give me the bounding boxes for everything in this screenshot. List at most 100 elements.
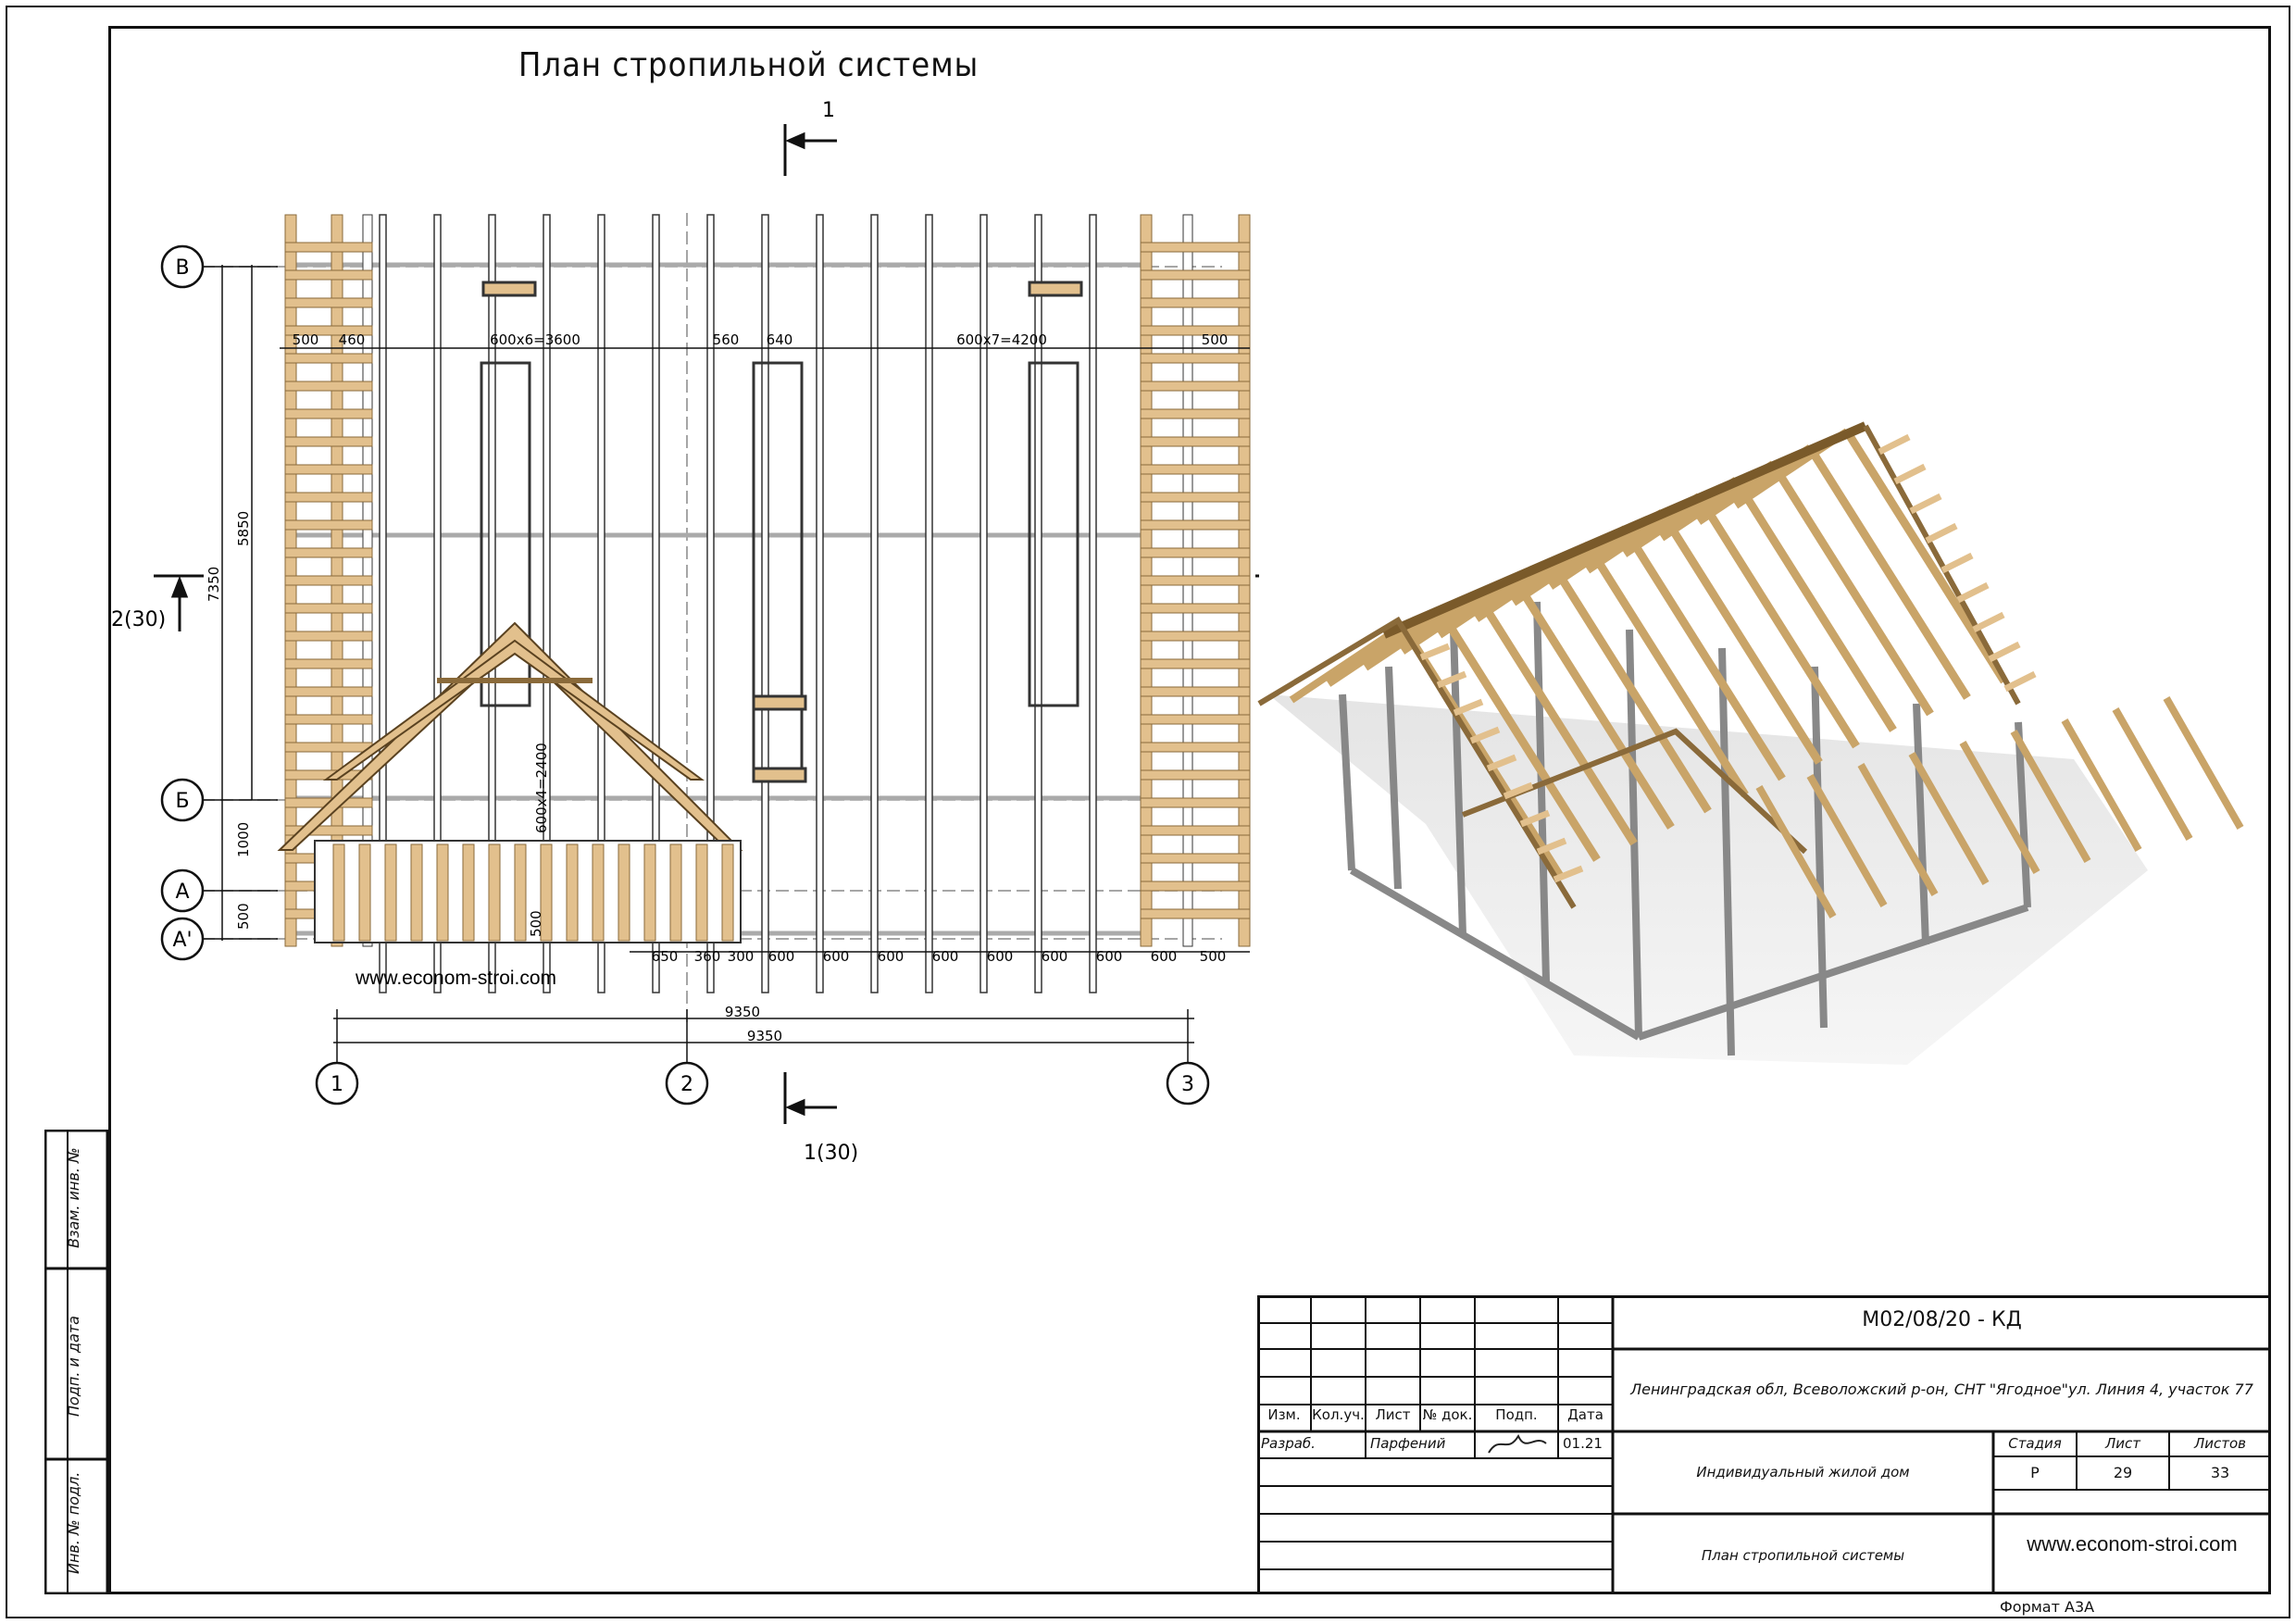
bottom-dimension-value: 300 — [728, 948, 755, 965]
porch-post — [332, 843, 345, 942]
lean-to-rafter-3d — [1908, 752, 1990, 885]
sheet-number-label: Лист — [2104, 1435, 2140, 1452]
top-dimension-value: 640 — [767, 331, 793, 348]
developer-role: Разраб. — [1261, 1435, 1316, 1452]
bottom-dimension-value: 600 — [987, 948, 1014, 965]
ladder-rung — [1140, 297, 1251, 308]
rafters — [379, 214, 1097, 993]
ladder-rung — [1140, 658, 1251, 669]
dim-left-mid: 1000 — [235, 822, 252, 857]
lean-to-rafter-3d — [2112, 707, 2193, 841]
developer-name: Парфений — [1370, 1435, 1446, 1452]
rafter — [1089, 214, 1097, 993]
stamp-field-signature-date: Подп. и дата — [65, 1316, 82, 1417]
rafter-3d — [1658, 510, 1823, 765]
lean-to-rafter-3d — [1755, 785, 1837, 918]
gable-rung-3d — [1956, 581, 1990, 604]
rafter — [652, 214, 660, 993]
ladder-rung — [284, 464, 373, 475]
ladder-rung — [1140, 769, 1251, 781]
gable-rung-3d — [1519, 809, 1551, 828]
ladder-rung — [1140, 631, 1251, 642]
porch-post — [566, 843, 579, 942]
rafter — [488, 214, 496, 993]
rafter-3d — [1695, 493, 1860, 749]
gable-rung-3d — [1536, 837, 1567, 856]
ladder-rung — [284, 325, 373, 336]
ladder-rung — [1140, 269, 1251, 281]
top-dimension-value: 560 — [713, 331, 740, 348]
header-change: Изм. — [1267, 1406, 1301, 1423]
rafter-3d — [1769, 461, 1934, 717]
sheet-title: План стропильной системы — [1701, 1547, 1905, 1564]
bottom-dimension-value: 500 — [1200, 948, 1227, 965]
ladder-rung — [284, 353, 373, 364]
ladder-rung — [284, 658, 373, 669]
ladder-rung — [284, 575, 373, 586]
sheet-outer-border — [6, 6, 2290, 1618]
rafter — [543, 214, 551, 993]
gable-rung-3d — [1940, 552, 1974, 574]
ladder-rung — [1140, 464, 1251, 475]
title-block: Изм. Кол.уч. Лист № док. Подп. Дата Разр… — [1257, 1295, 2271, 1594]
gable-rung-3d — [1925, 522, 1958, 544]
rafter-3d — [1473, 591, 1638, 846]
rafter-3d — [1621, 526, 1786, 781]
total-dimension-2: 9350 — [747, 1028, 782, 1044]
rafter — [379, 214, 387, 993]
porch-post — [721, 843, 734, 942]
website-label: www.econom-stroi.com — [355, 968, 556, 989]
stamp-field-replacement: Взам. инв. № — [65, 1147, 82, 1248]
ladder-rung — [284, 381, 373, 392]
ladder-rung — [1140, 881, 1251, 892]
header-sheet: Лист — [1375, 1406, 1411, 1423]
lean-to-rafter-3d — [2061, 718, 2142, 852]
project-name: Индивидуальный жилой дом — [1696, 1464, 1910, 1480]
rafter-3d — [1547, 558, 1712, 814]
ladder-rung — [1140, 492, 1251, 503]
bottom-dimension-lines — [333, 951, 1250, 1043]
ladder-rung — [1140, 325, 1251, 336]
rafter-3d — [1843, 429, 2008, 684]
bottom-dimension-value: 360 — [694, 948, 721, 965]
porch-post — [643, 843, 656, 942]
ladder-rung — [1140, 742, 1251, 753]
ladder-rung — [284, 547, 373, 558]
top-dimension-value: 460 — [339, 331, 366, 348]
header-count: Кол.уч. — [1312, 1406, 1365, 1423]
section-mark-top — [783, 124, 837, 176]
ladder-rung — [284, 408, 373, 419]
ladder-rung — [284, 686, 373, 697]
top-dimension-value: 500 — [293, 331, 319, 348]
rafter-3d — [1732, 478, 1897, 732]
section-mark-left — [154, 574, 204, 631]
section-label-bottom: 1(30) — [804, 1142, 858, 1165]
gable-rung-3d — [1972, 611, 2005, 633]
ladder-rung — [1140, 853, 1251, 864]
ladder-rung — [1140, 353, 1251, 364]
porch-post — [436, 843, 449, 942]
ladder-rung — [1140, 242, 1251, 253]
gable-rung-3d — [1988, 641, 2021, 663]
ladder-rung — [284, 492, 373, 503]
column-axis-label: 1 — [331, 1073, 343, 1096]
gable-rung-3d — [1436, 670, 1467, 689]
lean-to-rafter-3d — [1959, 741, 2040, 874]
rafter-3d — [1436, 607, 1601, 862]
porch-post — [514, 843, 527, 942]
rafter-3d — [1806, 445, 1971, 700]
dim-porch-rafters: 600x4=2400 — [533, 743, 550, 833]
roof-rafters-3d — [1289, 428, 2008, 879]
porch-post — [488, 843, 501, 942]
top-dimension-value: 500 — [1202, 331, 1229, 348]
gable-rung-3d — [1469, 726, 1501, 744]
porch-posts — [332, 843, 734, 942]
drawing-title: План стропильной системы — [518, 46, 980, 84]
porch-post — [618, 843, 630, 942]
ladder-rung — [1140, 381, 1251, 392]
section-label-top: 1 — [822, 99, 835, 122]
rafter — [980, 214, 988, 993]
ladder-rung — [1140, 408, 1251, 419]
rafter-3d — [1584, 543, 1749, 797]
